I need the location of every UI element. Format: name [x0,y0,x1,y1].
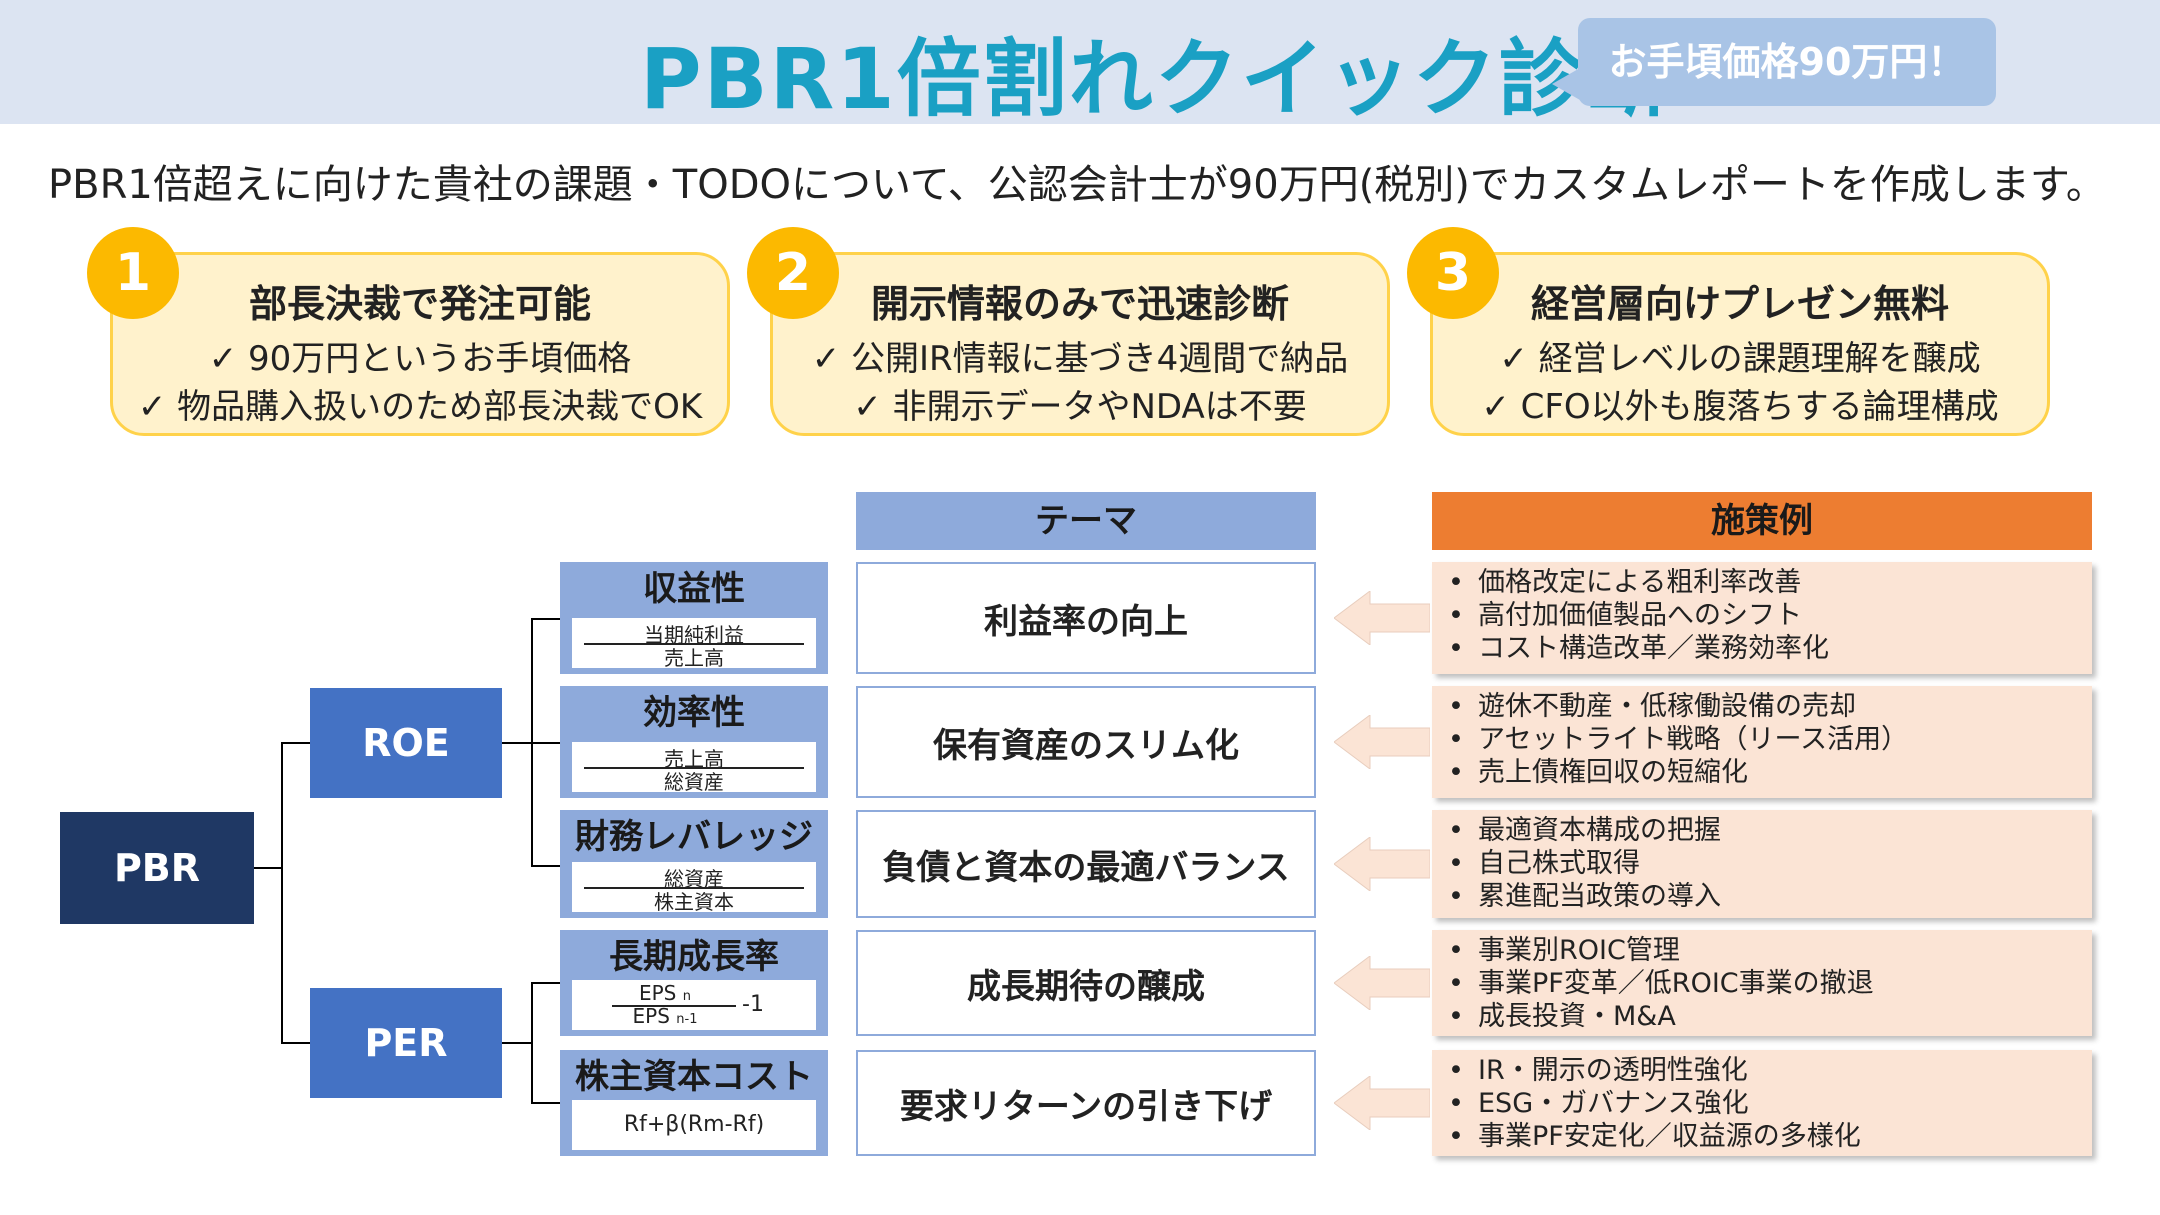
formula-suffix: -1 [742,992,764,1017]
connector-line [281,742,310,744]
metric-label: 財務レバレッジ [575,817,813,857]
connector-line [531,982,533,1104]
measure-item: 自己株式取得 [1448,847,2092,880]
measures-box: 価格改定による粗利率改善 高付加価値製品へのシフト コスト構造改革／業務効率化 [1432,562,2092,674]
per-node: PER [310,988,502,1098]
fraction-bar [584,643,804,645]
formula-numerator: EPS n [638,981,691,1005]
measures-header: 施策例 [1432,492,2092,550]
feature-title-1: 部長決裁で発注可能 [248,282,591,326]
feature-title-3: 経営層向けプレゼン無料 [1530,282,1949,326]
theme-box: 負債と資本の最適バランス [856,810,1316,918]
measure-item: ESG・ガバナンス強化 [1448,1087,2092,1120]
formula-denominator: 総資産 [664,770,724,794]
formula-denominator: 株主資本 [654,890,734,914]
measure-item: アセットライト戦略（リース活用） [1448,723,2092,756]
metric-label: 効率性 [643,693,745,733]
metric-cost-of-equity: 株主資本コスト Rf+β(Rm-Rf) [560,1050,828,1156]
metric-label: 長期成長率 [609,937,779,977]
feature-card-1: 1 部長決裁で発注可能 ✓ 90万円というお手頃価格 ✓ 物品購入扱いのため部長… [87,227,730,436]
feature-title-2: 開示情報のみで迅速診断 [870,282,1289,326]
formula-text: Rf+β(Rm-Rf) [623,1112,765,1137]
left-arrow-icon [1334,956,1430,1010]
connector-line [281,1042,310,1044]
measure-item: 事業PF安定化／収益源の多様化 [1448,1120,2092,1153]
connector-line [531,865,560,867]
feature-line: ✓ 物品購入扱いのため部長決裁でOK [137,387,703,427]
feature-line: ✓ 90万円というお手頃価格 [208,339,632,379]
fraction-bar [584,887,804,889]
metric-formula: 売上高 総資産 [572,742,816,794]
measure-item: 価格改定による粗利率改善 [1448,566,2092,599]
metric-label: 株主資本コスト [575,1057,813,1097]
connector-line [254,867,282,869]
page-title: PBR1倍割れクイック診断 [640,30,1671,128]
feature-line: ✓ 非開示データやNDAは不要 [853,387,1307,427]
feature-line: ✓ 公開IR情報に基づき4週間で納品 [811,339,1349,379]
theme-header: テーマ [856,492,1316,550]
connector-line [531,742,560,744]
left-arrow-icon [1334,715,1430,769]
left-arrow-icon [1334,1076,1430,1130]
feature-number-3: 3 [1407,227,1499,319]
measures-box: 事業別ROIC管理 事業PF変革／低ROIC事業の撤退 成長投資・M&A [1432,930,2092,1036]
connector-line [502,742,532,744]
theme-box: 要求リターンの引き下げ [856,1050,1316,1156]
connector-line [531,982,560,984]
theme-box: 利益率の向上 [856,562,1316,674]
feature-card-3: 3 経営層向けプレゼン無料 ✓ 経営レベルの課題理解を醸成 ✓ CFO以外も腹落… [1407,227,2050,436]
measure-item: 成長投資・M&A [1448,1000,2092,1033]
connector-line [531,1102,560,1104]
measure-item: コスト構造改革／業務効率化 [1448,632,2092,665]
feature-number-2: 2 [747,227,839,319]
measure-item: 事業PF変革／低ROIC事業の撤退 [1448,967,2092,1000]
theme-box: 保有資産のスリム化 [856,686,1316,798]
metric-label: 収益性 [643,569,745,609]
metric-formula: 総資産 株主資本 [572,862,816,914]
fraction-bar [612,1005,736,1007]
connector-line [502,1042,532,1044]
metric-formula: Rf+β(Rm-Rf) [572,1100,816,1150]
measures-box: 最適資本構成の把握 自己株式取得 累進配当政策の導入 [1432,810,2092,918]
metric-growth-rate: 長期成長率 EPS n EPS n-1 -1 [560,930,828,1036]
measure-item: 最適資本構成の把握 [1448,814,2092,847]
measure-item: IR・開示の透明性強化 [1448,1054,2092,1087]
connector-line [531,618,560,620]
metric-profitability: 収益性 当期純利益 売上高 [560,562,828,674]
left-arrow-icon [1334,837,1430,891]
fraction-bar [584,767,804,769]
measure-item: 遊休不動産・低稼働設備の売却 [1448,690,2092,723]
subtitle: PBR1倍超えに向けた貴社の課題・TODOについて、公認会計士が90万円(税別)… [48,162,2106,208]
metric-efficiency: 効率性 売上高 総資産 [560,686,828,798]
feature-card-2: 2 開示情報のみで迅速診断 ✓ 公開IR情報に基づき4週間で納品 ✓ 非開示デー… [747,227,1390,436]
formula-denominator: 売上高 [664,646,724,670]
measures-box: IR・開示の透明性強化 ESG・ガバナンス強化 事業PF安定化／収益源の多様化 [1432,1050,2092,1156]
measure-item: 累進配当政策の導入 [1448,880,2092,913]
pbr-node: PBR [60,812,254,924]
feature-line: ✓ CFO以外も腹落ちする論理構成 [1481,387,1999,427]
price-badge: お手頃価格90万円！ [1552,18,1996,106]
connector-line [281,742,283,1044]
theme-box: 成長期待の醸成 [856,930,1316,1036]
feature-number-1: 1 [87,227,179,319]
measure-item: 売上債権回収の短縮化 [1448,756,2092,789]
measures-box: 遊休不動産・低稼働設備の売却 アセットライト戦略（リース活用） 売上債権回収の短… [1432,686,2092,798]
measure-item: 高付加価値製品へのシフト [1448,599,2092,632]
feature-line: ✓ 経営レベルの課題理解を醸成 [1499,339,1981,379]
left-arrow-icon [1334,591,1430,645]
roe-node: ROE [310,688,502,798]
metric-formula: 当期純利益 売上高 [572,618,816,670]
measure-item: 事業別ROIC管理 [1448,934,2092,967]
formula-denominator: EPS n-1 [632,1004,698,1028]
metric-formula: EPS n EPS n-1 -1 [572,980,816,1030]
metric-leverage: 財務レバレッジ 総資産 株主資本 [560,810,828,918]
